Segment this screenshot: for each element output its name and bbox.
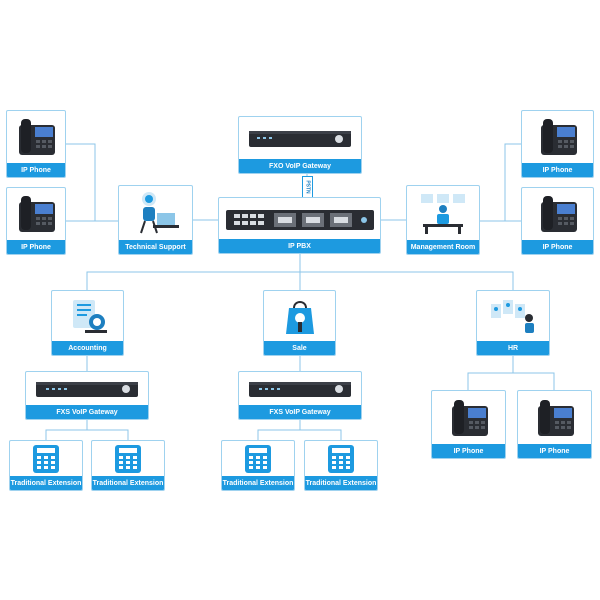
fxs-gateway-label: FXS VoIP Gateway [26, 405, 148, 419]
ip-pbx-node[interactable]: IP PBX [218, 197, 381, 254]
management-room-label: Management Room [407, 240, 479, 254]
voip-gateway-icon [26, 372, 148, 405]
traditional-extension-node-3[interactable]: Traditional Extension [221, 440, 295, 491]
ip-phone-icon [522, 188, 593, 240]
voip-gateway-icon [239, 117, 361, 159]
ip-phone-label: IP Phone [7, 163, 65, 177]
pstn-label-text: PSTN [304, 180, 311, 194]
ip-phone-icon [522, 111, 593, 163]
fxs-gateway-label: FXS VoIP Gateway [239, 405, 361, 419]
traditional-extension-label: Traditional Extension [92, 476, 164, 490]
sale-node[interactable]: Sale [263, 290, 336, 356]
pstn-line-label: PSTN [302, 176, 313, 198]
ip-phone-label: IP Phone [518, 444, 591, 458]
traditional-extension-label: Traditional Extension [305, 476, 377, 490]
ip-phone-icon [432, 391, 505, 444]
technical-support-label: Technical Support [119, 240, 192, 254]
accounting-node[interactable]: Accounting [51, 290, 124, 356]
voip-gateway-icon [239, 372, 361, 405]
ip-phone-node-top-left-1[interactable]: IP Phone [6, 110, 66, 178]
hr-illustration [477, 291, 549, 341]
accounting-illustration [52, 291, 123, 341]
accounting-label: Accounting [52, 341, 123, 355]
ip-phone-label: IP Phone [522, 240, 593, 254]
ip-pbx-rack-icon [219, 198, 380, 239]
sale-label: Sale [264, 341, 335, 355]
analog-phone-icon [222, 441, 294, 476]
management-room-illustration [407, 186, 479, 240]
ip-phone-icon [518, 391, 591, 444]
fxs-gateway-node-1[interactable]: FXS VoIP Gateway [25, 371, 149, 420]
ip-phone-node-top-right-2[interactable]: IP Phone [521, 187, 594, 255]
traditional-extension-node-4[interactable]: Traditional Extension [304, 440, 378, 491]
ip-phone-label: IP Phone [7, 240, 65, 254]
sale-illustration [264, 291, 335, 341]
technical-support-node[interactable]: Technical Support [118, 185, 193, 255]
analog-phone-icon [10, 441, 82, 476]
ip-phone-icon [7, 188, 65, 240]
analog-phone-icon [92, 441, 164, 476]
traditional-extension-node-1[interactable]: Traditional Extension [9, 440, 83, 491]
traditional-extension-label: Traditional Extension [10, 476, 82, 490]
fxs-gateway-node-2[interactable]: FXS VoIP Gateway [238, 371, 362, 420]
hr-label: HR [477, 341, 549, 355]
ip-pbx-label: IP PBX [219, 239, 380, 253]
ip-phone-label: IP Phone [522, 163, 593, 177]
traditional-extension-label: Traditional Extension [222, 476, 294, 490]
fxo-gateway-node[interactable]: FXO VoIP Gateway [238, 116, 362, 174]
ip-phone-label: IP Phone [432, 444, 505, 458]
ip-phone-node-top-left-2[interactable]: IP Phone [6, 187, 66, 255]
fxo-gateway-label: FXO VoIP Gateway [239, 159, 361, 173]
ip-phone-node-hr-2[interactable]: IP Phone [517, 390, 592, 459]
analog-phone-icon [305, 441, 377, 476]
hr-node[interactable]: HR [476, 290, 550, 356]
ip-phone-node-top-right-1[interactable]: IP Phone [521, 110, 594, 178]
traditional-extension-node-2[interactable]: Traditional Extension [91, 440, 165, 491]
technical-support-illustration [119, 186, 192, 240]
ip-phone-icon [7, 111, 65, 163]
ip-phone-node-hr-1[interactable]: IP Phone [431, 390, 506, 459]
management-room-node[interactable]: Management Room [406, 185, 480, 255]
